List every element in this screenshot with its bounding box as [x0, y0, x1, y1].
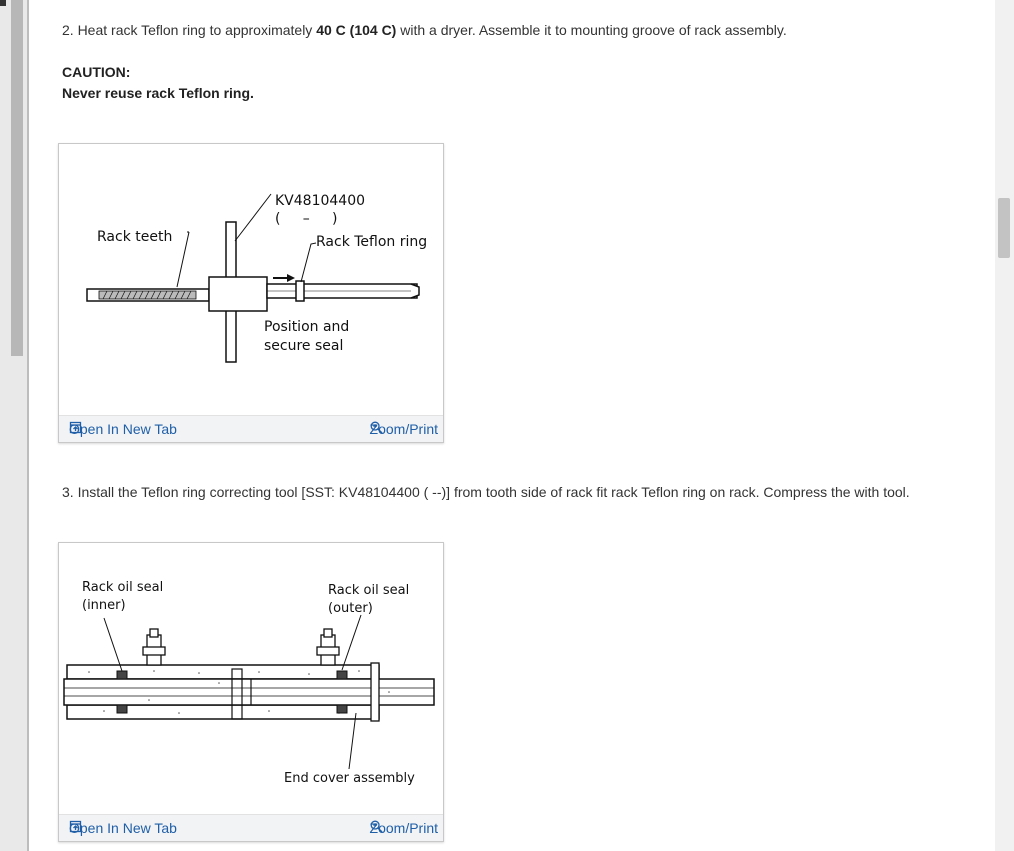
document-content: 2. Heat rack Teflon ring to approximatel…: [29, 0, 995, 851]
label-end-cover-assembly: End cover assembly: [284, 771, 415, 786]
label-oil-seal-inner-line1: Rack oil seal: [82, 580, 163, 595]
pane-divider: [27, 0, 29, 851]
right-scrollbar-thumb[interactable]: [998, 198, 1010, 258]
open-new-tab-icon: [69, 421, 82, 434]
caution-title: CAUTION:: [62, 64, 131, 80]
left-scrollbar-thumb[interactable]: [11, 0, 23, 356]
figure-2-zoom-print-link[interactable]: Zoom/Print: [370, 820, 438, 836]
label-position-line2: secure seal: [264, 338, 343, 354]
figure-2-footer: Open In New Tab Zoom/Print: [59, 814, 443, 841]
figure-2-open-new-tab-link[interactable]: Open In New Tab: [69, 820, 177, 836]
window-corner: [0, 0, 6, 6]
zoom-in-icon: [370, 820, 383, 833]
step-3-text: 3. Install the Teflon ring correcting to…: [62, 484, 910, 500]
figure-1-zoom-print-label: Zoom/Print: [369, 421, 438, 437]
figure-2-illustration: Rack oil seal (inner) Rack oil seal (out…: [63, 580, 435, 786]
figure-oil-seal-assembly: Rack oil seal (inner) Rack oil seal (out…: [58, 542, 444, 842]
figure-teflon-ring-install: KV48104400 ( – ) Rack teeth Rack Teflon …: [58, 143, 444, 443]
label-oil-seal-inner-line2: (inner): [82, 598, 126, 613]
open-new-tab-icon: [69, 820, 82, 833]
label-tool-paren: ( – ): [275, 211, 337, 227]
label-rack-teeth: Rack teeth: [97, 229, 172, 245]
label-oil-seal-outer-line2: (outer): [328, 601, 373, 616]
zoom-in-icon: [370, 421, 383, 434]
figure-1-illustration: KV48104400 ( – ) Rack teeth Rack Teflon …: [86, 193, 427, 363]
figure-2-zoom-print-label: Zoom/Print: [369, 820, 438, 836]
figure-1-zoom-print-link[interactable]: Zoom/Print: [370, 421, 438, 437]
figure-1-open-new-tab-link[interactable]: Open In New Tab: [69, 421, 177, 437]
step-2-text: 2. Heat rack Teflon ring to approximatel…: [62, 22, 787, 38]
figure-1-open-new-tab-label: Open In New Tab: [69, 421, 177, 437]
label-tool-number: KV48104400: [275, 193, 365, 209]
right-scrollbar[interactable]: [995, 0, 1014, 851]
figure-1-footer: Open In New Tab Zoom/Print: [59, 415, 443, 442]
label-position-line1: Position and: [264, 319, 349, 335]
left-scrollbar[interactable]: [0, 0, 27, 851]
caution-text: Never reuse rack Teflon ring.: [62, 85, 254, 101]
label-oil-seal-outer-line1: Rack oil seal: [328, 583, 409, 598]
label-rack-teflon-ring: Rack Teflon ring: [316, 234, 427, 250]
figure-2-open-new-tab-label: Open In New Tab: [69, 820, 177, 836]
